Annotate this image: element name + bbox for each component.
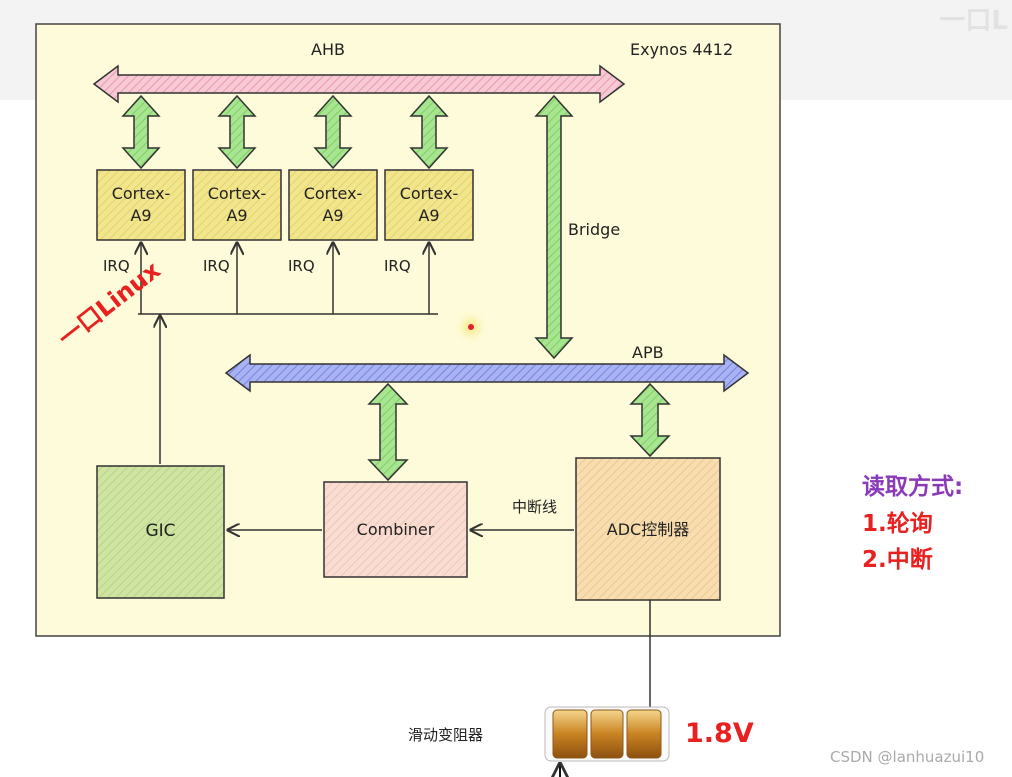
core-link-arrows bbox=[121, 94, 449, 170]
combiner-label: Combiner bbox=[356, 520, 435, 539]
gic-label: GIC bbox=[145, 521, 176, 541]
adc-box bbox=[575, 457, 721, 601]
adc-link-arrow bbox=[629, 382, 671, 458]
ahb-label: AHB bbox=[311, 40, 345, 59]
apb-bus-arrow bbox=[224, 353, 750, 393]
irq-label-2: IRQ bbox=[203, 257, 230, 275]
voltage-label: 1.8V bbox=[685, 718, 754, 749]
core-label-4: Cortex- A9 bbox=[399, 184, 459, 225]
bridge-arrow bbox=[534, 94, 574, 360]
combiner-link-arrow bbox=[367, 382, 409, 482]
read-mode-title: 读取方式: bbox=[862, 474, 964, 500]
apb-label: APB bbox=[632, 343, 664, 362]
read-mode-item-2: 2.中断 bbox=[862, 547, 933, 573]
core-label-1: Cortex- A9 bbox=[111, 184, 171, 225]
core-link-arrow-3 bbox=[313, 94, 353, 170]
irq-label-4: IRQ bbox=[384, 257, 411, 275]
adc-label: ADC控制器 bbox=[606, 520, 690, 539]
bridge-label: Bridge bbox=[568, 220, 621, 239]
core-label-2: Cortex- A9 bbox=[207, 184, 267, 225]
rheostat-icon bbox=[544, 706, 670, 777]
core-box-3 bbox=[288, 169, 378, 241]
gic-box bbox=[96, 465, 225, 599]
combiner-box bbox=[323, 481, 468, 578]
cursor-dot bbox=[468, 324, 474, 330]
core-link-arrow-1 bbox=[121, 94, 161, 170]
core-box-4 bbox=[384, 169, 474, 241]
irq-label-1: IRQ bbox=[103, 257, 130, 275]
core-box-2 bbox=[192, 169, 282, 241]
core-box-1 bbox=[96, 169, 186, 241]
core-label-3: Cortex- A9 bbox=[303, 184, 363, 225]
ahb-bus-arrow bbox=[92, 64, 626, 104]
irq-label-3: IRQ bbox=[288, 257, 315, 275]
corner-mark: 一口L bbox=[939, 6, 1008, 36]
soc-name-label: Exynos 4412 bbox=[630, 40, 734, 59]
core-link-arrow-4 bbox=[409, 94, 449, 170]
core-link-arrow-2 bbox=[217, 94, 257, 170]
csdn-watermark: CSDN @lanhuazui10 bbox=[830, 748, 985, 766]
interrupt-line-label: 中断线 bbox=[512, 498, 558, 516]
rheostat-label: 滑动变阻器 bbox=[408, 726, 484, 744]
read-mode-item-1: 1.轮询 bbox=[862, 511, 933, 537]
